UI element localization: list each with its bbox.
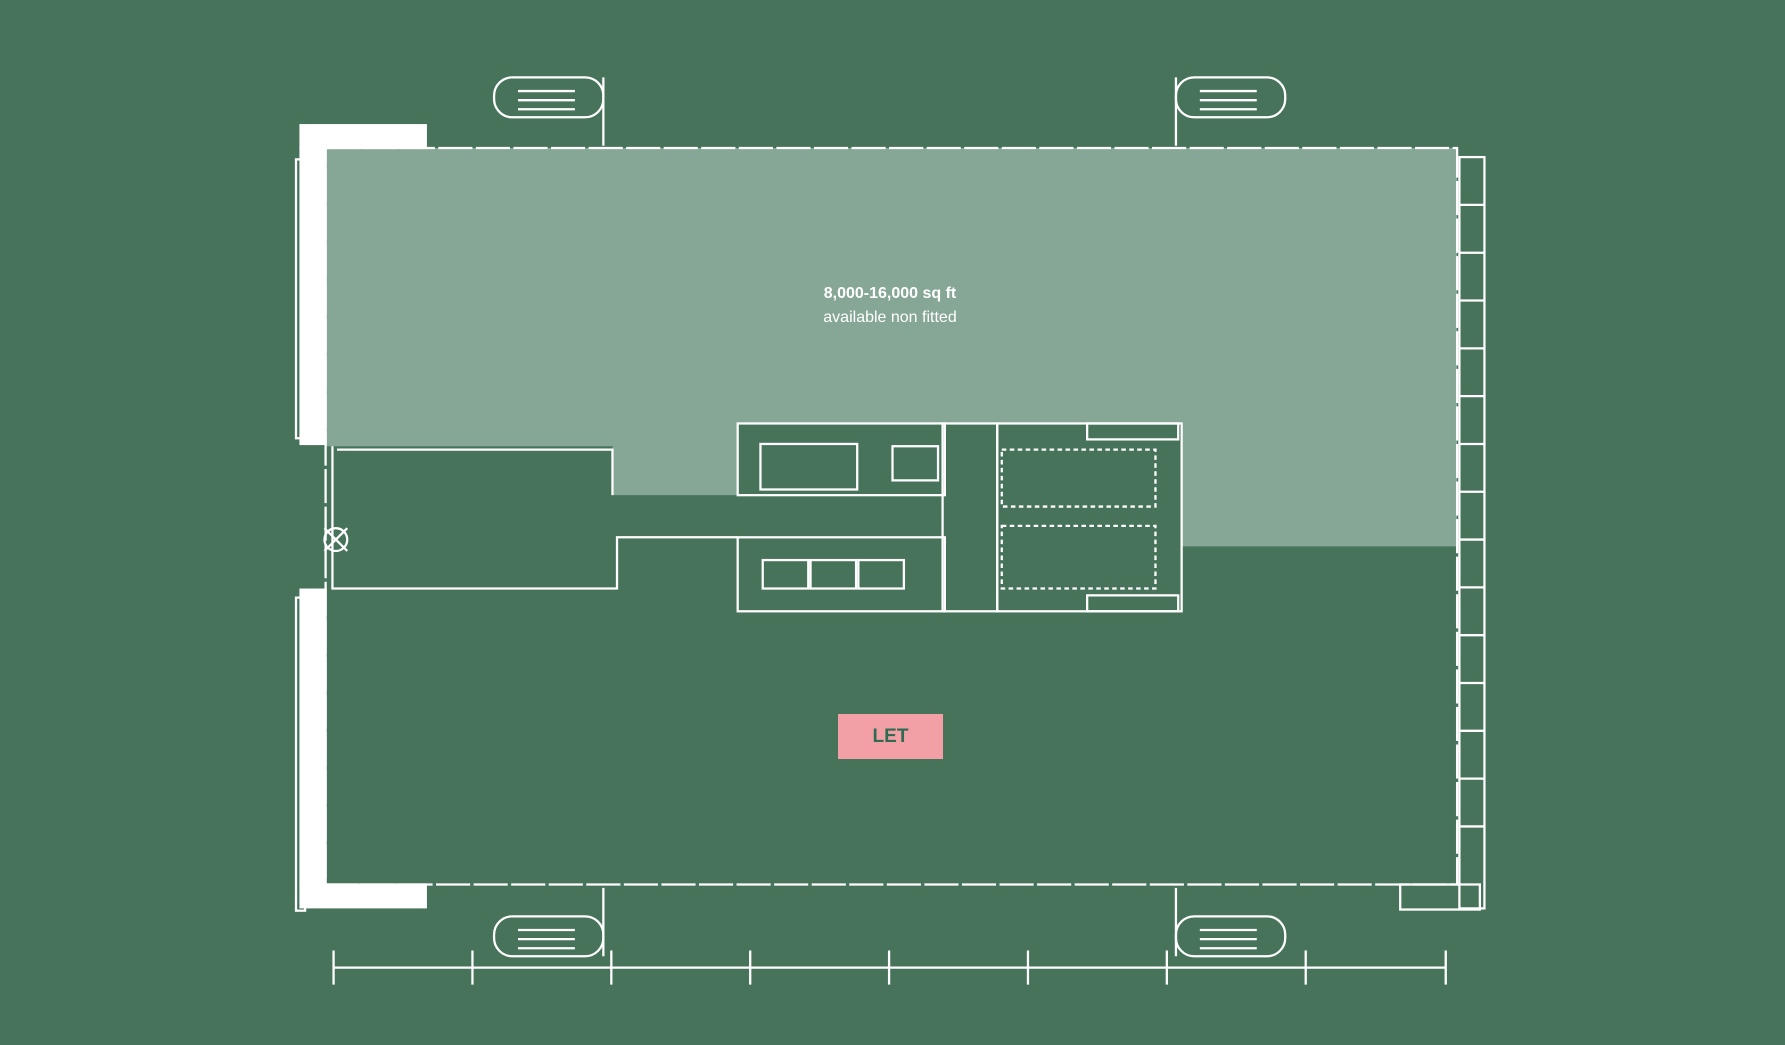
lobby [323, 446, 738, 590]
building-outline [324, 146, 1459, 886]
facade-right [1399, 155, 1486, 911]
core [736, 422, 1183, 613]
let-badge: LET [838, 714, 943, 759]
available-area[interactable] [325, 147, 1458, 547]
area-size: 8,000-16,000 sq ft [823, 285, 957, 302]
grid-dimension-line [332, 950, 1447, 985]
area-status: available non fitted [823, 309, 957, 326]
facade-left [294, 124, 427, 912]
stair-cores [492, 76, 1287, 958]
available-area-label: 8,000-16,000 sq ft available non fitted [760, 282, 1020, 330]
